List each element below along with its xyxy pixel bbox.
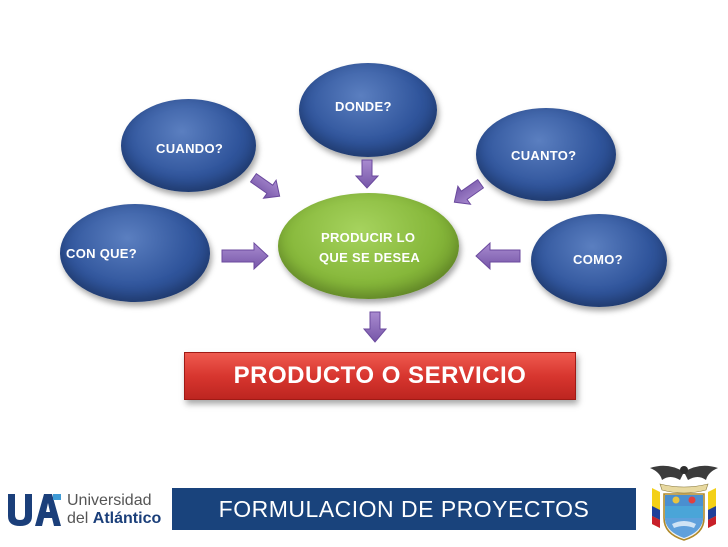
center-node: PRODUCIR LO QUE SE DESEA (278, 193, 459, 299)
university-name-atlantico: Atlántico (92, 510, 162, 527)
result-label: PRODUCTO O SERVICIO (233, 362, 527, 389)
university-name-prefix: del (67, 510, 93, 527)
arrow-cuanto (453, 179, 485, 205)
node-donde-label: DONDE? (335, 99, 392, 114)
result-box: PRODUCTO O SERVICIO (184, 352, 576, 400)
university-logo-mark (8, 494, 61, 526)
node-como: COMO? (531, 214, 667, 307)
coat-of-arms-icon (646, 458, 722, 542)
node-donde: DONDE? (299, 63, 437, 157)
node-con-que: CON QUE? (60, 204, 210, 302)
university-logo: Universidad del Atlántico (6, 486, 166, 532)
center-node-line1: PRODUCIR LO (321, 230, 416, 245)
footer-title-bar: FORMULACION DE PROYECTOS (172, 488, 636, 530)
arrow-como (475, 241, 521, 271)
node-como-label: COMO? (573, 252, 623, 267)
arrow-donde (354, 159, 380, 189)
node-cuando-label: CUANDO? (156, 141, 224, 156)
university-name-line1: Universidad (67, 492, 152, 509)
node-cuando: CUANDO? (121, 99, 256, 192)
arrow-to-product (362, 311, 388, 343)
node-cuanto: CUANTO? (476, 108, 616, 201)
node-cuanto-label: CUANTO? (511, 148, 577, 163)
arrow-con-que (221, 241, 269, 271)
node-con-que-label: CON QUE? (66, 246, 138, 261)
center-node-line2: QUE SE DESEA (319, 250, 421, 265)
university-name-line2: del Atlántico (67, 510, 161, 528)
arrow-cuando (249, 173, 281, 199)
footer-title: FORMULACION DE PROYECTOS (218, 495, 590, 522)
